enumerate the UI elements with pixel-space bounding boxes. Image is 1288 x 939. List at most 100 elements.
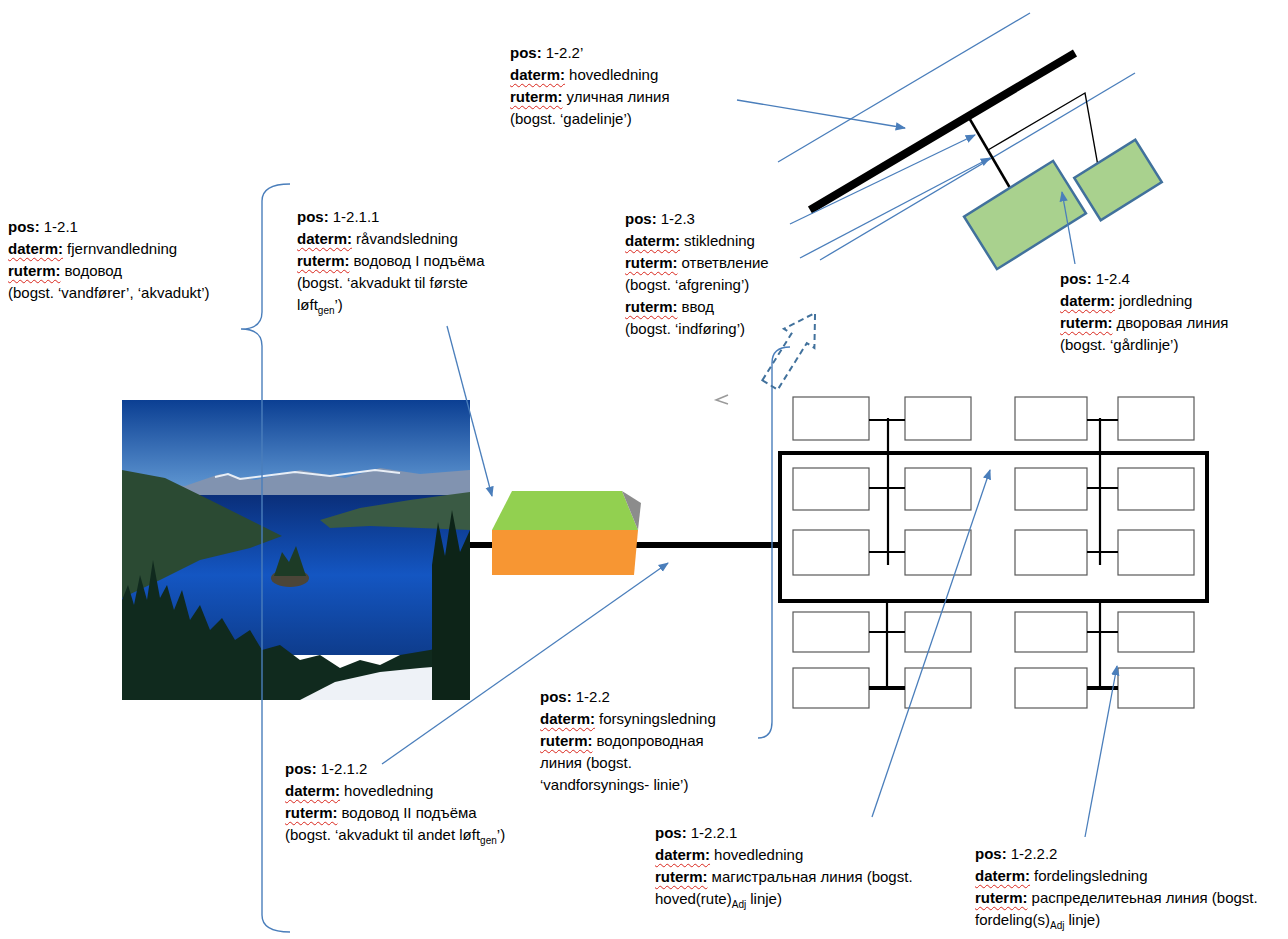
building xyxy=(793,397,869,440)
field-key: pos: xyxy=(510,44,542,61)
term-value: 1-2.3 xyxy=(661,210,695,227)
term-callout: pos:1-2.1.2daterm:hovedledningruterm:вод… xyxy=(285,758,520,846)
term-value: 1-2.1.1 xyxy=(333,208,380,225)
term-value: linje) xyxy=(1069,911,1101,928)
callout-row: daterm:fjernvandledning xyxy=(8,238,233,260)
snow-caps xyxy=(215,470,400,479)
building xyxy=(1118,668,1194,708)
callout-row: pos:1-2.2.2 xyxy=(975,843,1275,865)
field-key: daterm: xyxy=(8,240,63,257)
literal-gloss: (bogst. ‘vandfører’, ‘akvadukt’) xyxy=(8,284,209,301)
callout-row: (bogst. ‘indføring’) xyxy=(625,318,795,340)
building xyxy=(1118,612,1194,652)
field-key: ruterm: xyxy=(297,252,350,269)
callout-row: daterm:jordledning xyxy=(1060,290,1282,312)
callout-row: ruterm:ввод xyxy=(625,296,795,318)
right-trees xyxy=(432,510,470,700)
field-key: pos: xyxy=(625,210,657,227)
building xyxy=(905,397,971,440)
stray-mark xyxy=(716,395,728,404)
field-key: pos: xyxy=(975,845,1007,862)
field-key: ruterm: xyxy=(655,868,708,885)
street-edge xyxy=(778,13,1030,162)
field-key: daterm: xyxy=(540,710,595,727)
pump-house-wall xyxy=(492,530,638,575)
field-key: ruterm: xyxy=(540,732,593,749)
callout-row: pos:1-2.2.1 xyxy=(655,822,915,844)
leader-line xyxy=(1085,666,1117,837)
leader-line xyxy=(447,326,492,496)
term-callout: pos:1-2.2daterm:forsyningsledningruterm:… xyxy=(540,686,745,796)
building xyxy=(1015,612,1087,652)
field-key: daterm: xyxy=(297,230,352,247)
bracket xyxy=(758,347,790,738)
callout-row: ruterm:уличная линия xyxy=(510,86,735,108)
literal-gloss: (bogst. ‘indføring’) xyxy=(625,320,745,337)
callout-row: daterm:stikledning xyxy=(625,230,795,252)
building xyxy=(1015,468,1087,510)
field-key: ruterm: xyxy=(975,889,1028,906)
distribution-lines xyxy=(869,418,1118,690)
callout-row: pos:1-2.2’ xyxy=(510,42,735,64)
subscript-mark: Adj xyxy=(732,899,746,910)
pump-house-side xyxy=(622,491,641,530)
callout-row: ruterm:ответвление xyxy=(625,252,795,274)
building xyxy=(1015,668,1087,708)
subscript-mark: gen xyxy=(318,305,335,316)
brace xyxy=(241,184,290,932)
literal-gloss: (bogst. ‘gårdlinje’) xyxy=(1060,336,1178,353)
building xyxy=(793,468,869,510)
field-key: ruterm: xyxy=(625,298,678,315)
term-value: дворовая линия xyxy=(1117,314,1229,331)
forest-shore xyxy=(320,492,470,530)
callout-row: pos:1-2.3 xyxy=(625,208,795,230)
callout-row: (bogst. ‘afgrening’) xyxy=(625,274,795,296)
callout-row: ruterm:водовод xyxy=(8,260,233,282)
term-value: водовод xyxy=(65,262,122,279)
callout-row: pos:1-2.1.2 xyxy=(285,758,520,780)
term-value: stikledning xyxy=(684,232,755,249)
leader-line xyxy=(790,135,975,224)
field-key: pos: xyxy=(540,688,572,705)
callout-row: ruterm:магистральная линия (bogst. hoved… xyxy=(655,866,915,910)
callout-row: (bogst. ‘vandfører’, ‘akvadukt’) xyxy=(8,282,233,304)
callout-row: daterm:hovedledning xyxy=(510,64,735,86)
term-value: ’) xyxy=(335,296,343,313)
field-key: pos: xyxy=(1060,270,1092,287)
callout-row: ruterm:дворовая линия xyxy=(1060,312,1282,334)
callout-row: pos:1-2.4 xyxy=(1060,268,1282,290)
callout-row: daterm:råvandsledning xyxy=(297,228,512,250)
supply-pipe xyxy=(636,542,780,548)
callout-row: daterm:hovedledning xyxy=(285,780,520,802)
leader-line xyxy=(737,100,905,128)
building xyxy=(905,612,971,652)
term-value: ответвление xyxy=(682,254,769,271)
term-callout: pos:1-2.2.1daterm:hovedledningruterm:маг… xyxy=(655,822,915,910)
lake-photo xyxy=(122,400,470,700)
field-key: daterm: xyxy=(975,867,1030,884)
field-key: pos: xyxy=(8,218,40,235)
term-value: hovedledning xyxy=(569,66,658,83)
term-value: råvandsledning xyxy=(356,230,458,247)
zoom-arrow xyxy=(755,303,831,394)
field-key: daterm: xyxy=(1060,292,1115,309)
term-callout: pos:1-2.4daterm:jordledningruterm:дворов… xyxy=(1060,268,1282,356)
inset-building xyxy=(964,161,1086,269)
callout-row: ruterm:распределитеьная линия (bogst. fo… xyxy=(975,887,1275,931)
literal-gloss: (bogst. ‘gadelinje’) xyxy=(510,110,632,127)
callout-row: ruterm:водовод II подъёма (bogst. ‘akvad… xyxy=(285,802,520,846)
field-key: ruterm: xyxy=(625,254,678,271)
literal-gloss: (bogst. ‘afgrening’) xyxy=(625,276,749,293)
callout-row: (bogst. ‘gårdlinje’) xyxy=(1060,334,1282,356)
callout-row: ruterm:водовод I подъёма (bogst. ‘akvadu… xyxy=(297,250,512,316)
term-value: 1-2.4 xyxy=(1096,270,1130,287)
service-pipe xyxy=(968,116,1010,188)
subscript-mark: gen xyxy=(480,835,497,846)
term-callout: pos:1-2.1.1daterm:råvandsledningruterm:в… xyxy=(297,206,512,316)
callout-row: ruterm:водопроводная линия(bogst. ‘vandf… xyxy=(540,730,745,796)
term-value: 1-2.2.2 xyxy=(1011,845,1058,862)
leader-line xyxy=(872,470,990,817)
term-value: 1-2.1 xyxy=(44,218,78,235)
building xyxy=(1118,468,1194,510)
term-callout: pos:1-2.2’daterm:hovedledningruterm:улич… xyxy=(510,42,735,130)
